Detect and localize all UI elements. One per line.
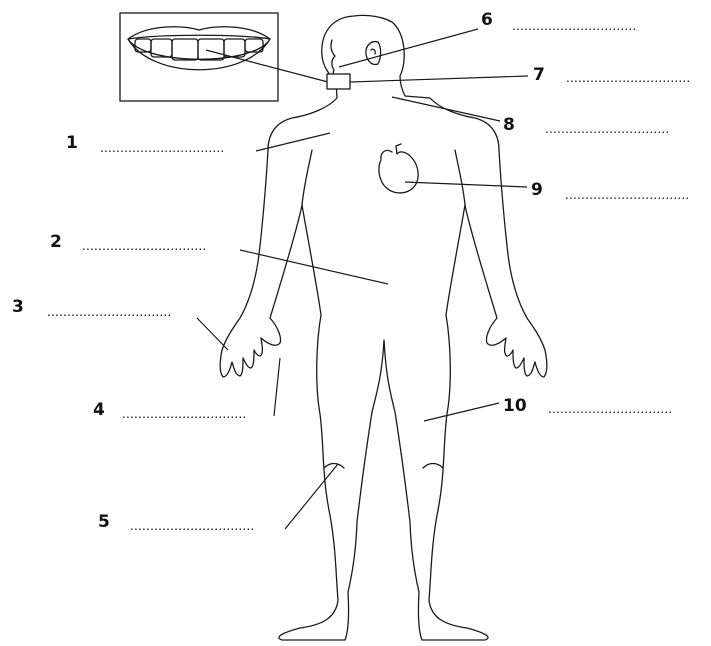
label-10: 10 ............................... [503, 396, 672, 416]
left-torso-line [302, 150, 312, 205]
label-number-8: 8 [503, 115, 515, 135]
answer-blank-9[interactable]: ............................... [565, 188, 689, 202]
leader-6 [339, 29, 478, 67]
body-outline [220, 15, 547, 640]
label-number-2: 2 [50, 232, 62, 252]
leader-1 [256, 133, 330, 151]
label-2: 2 ............................... [50, 232, 206, 253]
leader-lines [197, 29, 528, 529]
ear [366, 42, 381, 65]
answer-blank-4[interactable]: ............................... [122, 407, 246, 421]
teeth-inset [120, 13, 278, 101]
leader-7 [350, 76, 528, 82]
answer-blank-1[interactable]: ............................... [100, 141, 224, 155]
right-knee [423, 464, 443, 469]
answer-blank-3[interactable]: ............................... [47, 305, 171, 319]
answer-blank-7[interactable]: ............................... [566, 71, 690, 85]
human-figure [220, 15, 547, 640]
answer-blank-6[interactable]: ............................... [512, 19, 636, 33]
answer-blank-8[interactable]: ............................... [545, 122, 669, 136]
label-4: 4 ............................... [93, 400, 246, 421]
label-number-4: 4 [93, 400, 105, 420]
answer-blank-10[interactable]: ............................... [548, 402, 672, 416]
label-number-3: 3 [12, 297, 24, 317]
label-6: 6 ............................... [481, 10, 636, 33]
label-number-9: 9 [531, 180, 543, 200]
leader-3 [197, 318, 228, 350]
label-number-1: 1 [66, 133, 78, 153]
leader-9 [405, 182, 527, 187]
label-7: 7 ............................... [533, 65, 690, 85]
leader-10 [424, 403, 499, 421]
label-9: 9 ............................... [531, 180, 689, 202]
label-5: 5 ............................... [98, 512, 254, 533]
answer-blank-5[interactable]: ............................... [130, 519, 254, 533]
label-3: 3 ............................... [12, 297, 171, 319]
label-8: 8 ............................... [503, 115, 669, 136]
heart [379, 144, 418, 193]
label-number-7: 7 [533, 65, 545, 85]
label-number-6: 6 [481, 10, 493, 30]
leader-2 [240, 250, 388, 284]
jaw-inset-marker [327, 74, 350, 89]
leader-8 [392, 97, 500, 121]
label-number-10: 10 [503, 396, 527, 416]
left-knee [324, 464, 344, 469]
leader-4 [274, 358, 280, 416]
label-number-5: 5 [98, 512, 110, 532]
answer-blank-2[interactable]: ............................... [82, 239, 206, 253]
label-1: 1 ............................... [66, 133, 224, 155]
teeth-inset-frame [120, 13, 278, 101]
right-torso-line [455, 150, 465, 205]
